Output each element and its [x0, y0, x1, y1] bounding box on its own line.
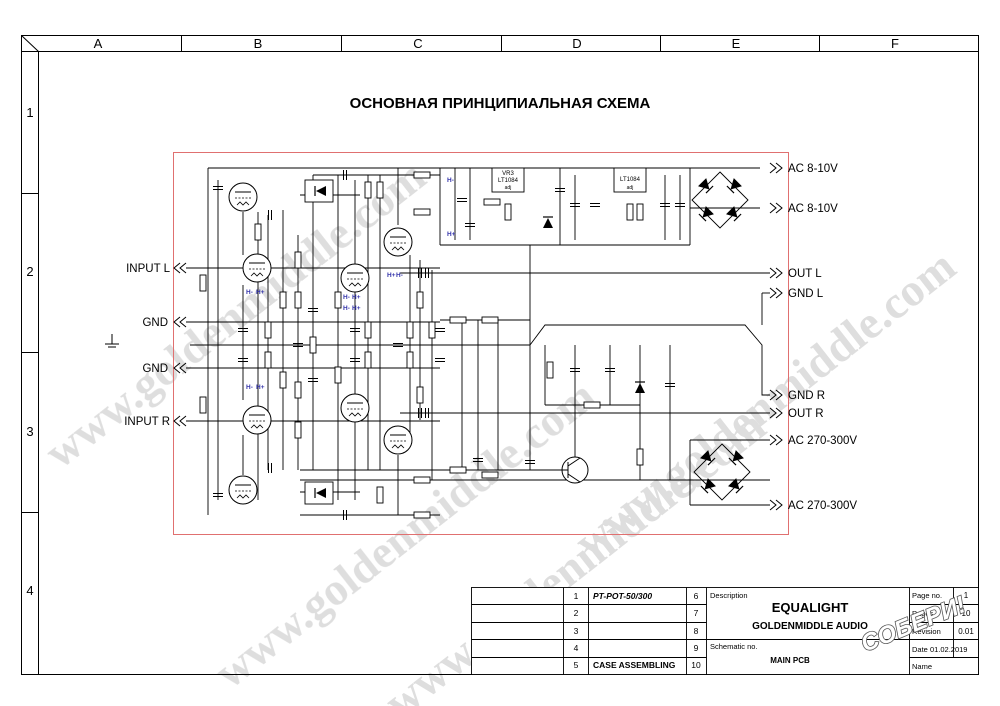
- right-labels: AC 8-10V AC 8-10V OUT L GND L GND R OUT …: [788, 163, 857, 512]
- svg-text:H-: H-: [396, 272, 403, 279]
- board-outline: [173, 152, 789, 535]
- tube-icon: [340, 393, 370, 423]
- title-block: [471, 587, 979, 675]
- ground-icon: [105, 334, 119, 348]
- page-title: ОСНОВНАЯ ПРИНЦИПИАЛЬНАЯ СХЕМА: [350, 95, 651, 112]
- left-connectors: [173, 262, 192, 427]
- svg-text:adj: adj: [627, 185, 634, 191]
- svg-text:9: 9: [694, 643, 699, 653]
- bridge-rectifier-bottom: [693, 443, 751, 501]
- tube-icon: [242, 405, 272, 435]
- tube-icon: [340, 263, 370, 293]
- svg-text:H+: H+: [447, 231, 456, 238]
- column-label: F: [891, 36, 899, 51]
- column-labels: A B C D E F: [94, 36, 899, 51]
- svg-text:Date 01.02.2019: Date 01.02.2019: [912, 645, 967, 654]
- diodes: [304, 179, 646, 505]
- svg-text:5: 5: [574, 660, 579, 670]
- svg-text:H+: H+: [352, 305, 361, 312]
- input-r-label: INPUT R: [124, 416, 170, 428]
- regulator-vr3: VR3 LT1084 adj: [491, 167, 525, 193]
- svg-text:CASE ASSEMBLING: CASE ASSEMBLING: [593, 660, 676, 670]
- transistor-icon: [556, 456, 589, 484]
- svg-text:LT1084: LT1084: [498, 178, 519, 184]
- column-label: E: [732, 36, 741, 51]
- svg-text:Page no.: Page no.: [912, 591, 942, 600]
- svg-text:H-: H-: [447, 177, 454, 184]
- row-labels: 1 2 3 4: [26, 105, 33, 598]
- out-l-label: OUT L: [788, 268, 822, 280]
- row-label: 4: [26, 583, 33, 598]
- ac-label: AC 8-10V: [788, 203, 838, 215]
- column-label: D: [572, 36, 581, 51]
- company-name: EQUALIGHT: [772, 600, 849, 615]
- row-label: 3: [26, 424, 33, 439]
- ac-label: AC 270-300V: [788, 435, 857, 447]
- svg-text:H-: H-: [246, 289, 253, 296]
- svg-text:1: 1: [574, 591, 579, 601]
- heater-marks: H- H+ H- H+ H- H+ H- H+ H- H+ H+ H-: [246, 177, 456, 391]
- svg-text:2: 2: [574, 608, 579, 618]
- svg-text:1: 1: [964, 591, 969, 600]
- svg-text:adj: adj: [505, 185, 512, 191]
- left-labels: INPUT L GND GND INPUT R: [124, 263, 170, 428]
- svg-text:VR3: VR3: [502, 171, 514, 177]
- svg-text:PT-POT-50/300: PT-POT-50/300: [593, 591, 652, 601]
- ac-label: AC 270-300V: [788, 500, 857, 512]
- svg-text:H-: H-: [246, 384, 253, 391]
- tube-icon: [242, 253, 272, 283]
- svg-text:0.01: 0.01: [958, 627, 974, 636]
- input-l-label: INPUT L: [126, 263, 170, 275]
- svg-text:Name: Name: [912, 662, 932, 671]
- svg-text:4: 4: [574, 643, 579, 653]
- svg-text:10: 10: [962, 609, 971, 618]
- gnd-label: GND: [142, 363, 168, 375]
- out-r-label: OUT R: [788, 408, 824, 420]
- column-label: C: [413, 36, 422, 51]
- svg-text:LT1084: LT1084: [620, 177, 641, 183]
- tube-icon: [383, 425, 413, 455]
- svg-text:Schematic no.: Schematic no.: [710, 642, 758, 651]
- column-label: B: [254, 36, 263, 51]
- regulator-vr4: LT1084 adj: [613, 167, 647, 193]
- svg-text:H+: H+: [352, 294, 361, 301]
- title-block-text: 1 2 3 4 5 PT-POT-50/300 CASE ASSEMBLING …: [574, 591, 975, 671]
- bridge-rectifier-top: [691, 171, 749, 229]
- right-connectors: [769, 162, 783, 511]
- svg-text:3: 3: [574, 626, 579, 636]
- tube-icon: [383, 227, 413, 257]
- svg-text:8: 8: [694, 626, 699, 636]
- svg-text:H-: H-: [343, 294, 350, 301]
- company-subtitle: GOLDENMIDDLE AUDIO: [752, 621, 868, 632]
- svg-text:H+: H+: [256, 289, 265, 296]
- svg-text:MAIN PCB: MAIN PCB: [770, 656, 810, 665]
- svg-text:Description: Description: [710, 591, 748, 600]
- gnd-l-label: GND L: [788, 288, 824, 300]
- svg-text:H-: H-: [343, 305, 350, 312]
- column-label: A: [94, 36, 103, 51]
- tube-icon: [228, 475, 258, 505]
- svg-text:H+: H+: [387, 272, 396, 279]
- ac-label: AC 8-10V: [788, 163, 838, 175]
- row-label: 2: [26, 264, 33, 279]
- svg-text:6: 6: [694, 591, 699, 601]
- svg-text:Revision: Revision: [912, 627, 941, 636]
- row-label: 1: [26, 105, 33, 120]
- gnd-r-label: GND R: [788, 390, 825, 402]
- tube-icon: [228, 182, 258, 212]
- gnd-label: GND: [142, 317, 168, 329]
- svg-text:7: 7: [694, 608, 699, 618]
- svg-text:Pages: Pages: [912, 609, 934, 618]
- svg-text:10: 10: [691, 660, 701, 670]
- svg-text:H+: H+: [256, 384, 265, 391]
